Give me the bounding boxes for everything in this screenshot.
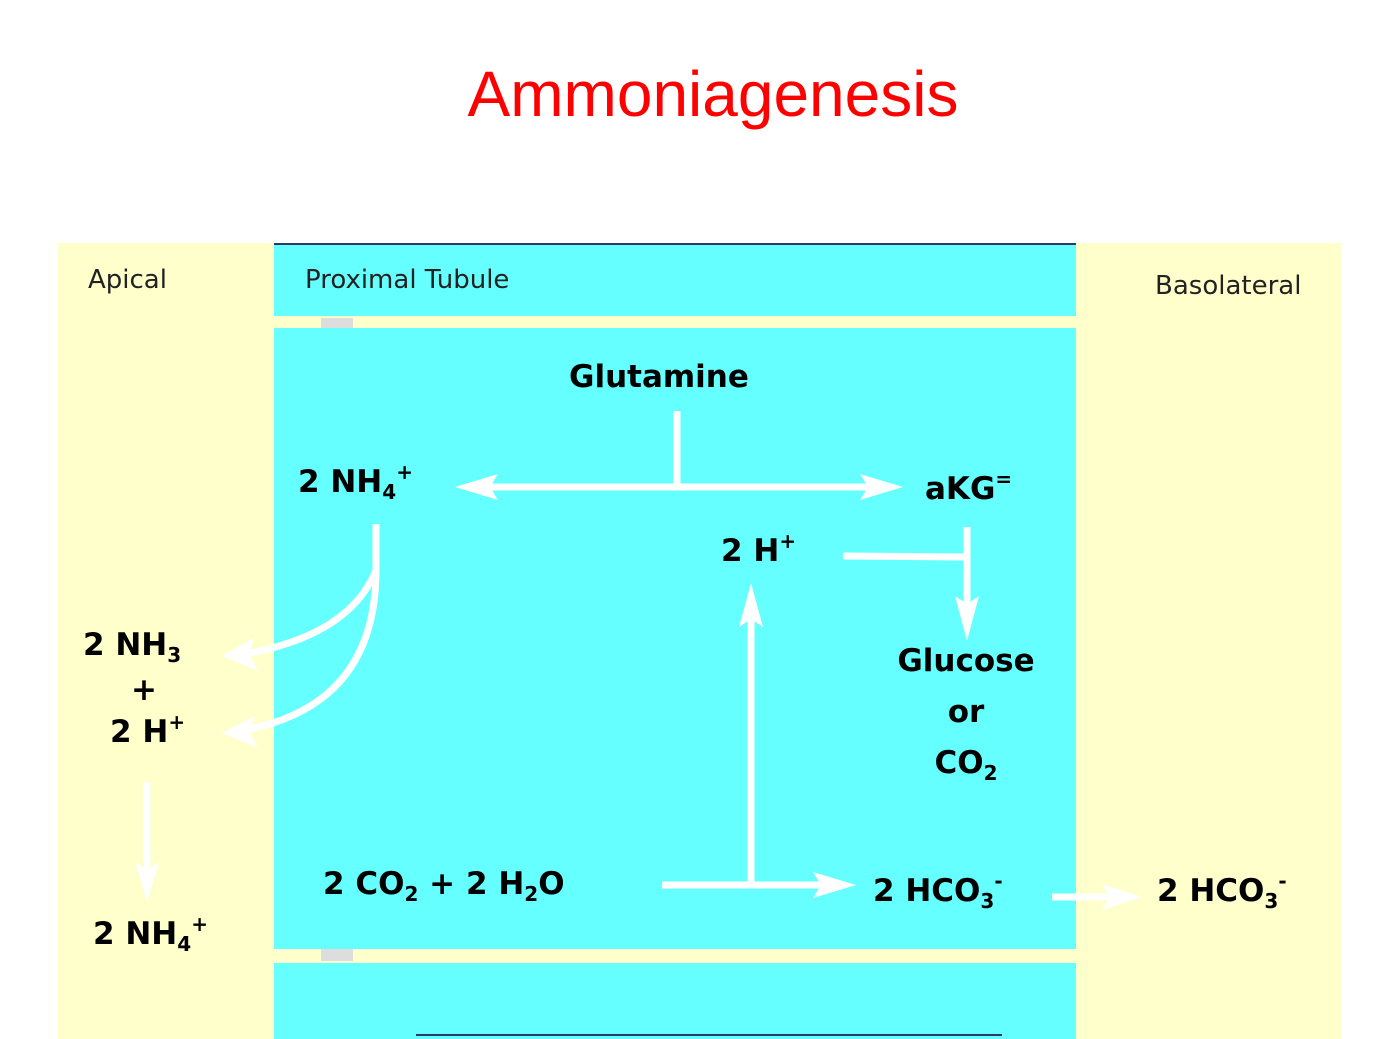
arrowhead-to-h-cell (739, 583, 763, 627)
glutamine-label: Glutamine (569, 359, 749, 395)
apical-region (58, 243, 274, 1039)
co2-h2o-label: 2 CO2 + 2 H2O (323, 866, 565, 906)
arrowhead-to-nh4-lumen (135, 862, 159, 902)
membrane-gap-bottom (274, 949, 1076, 963)
or-text: or (947, 694, 985, 730)
proximal-tubule-label: Proximal Tubule (305, 265, 510, 295)
arrowhead-to-nh3 (222, 638, 258, 671)
proximal-tubule-header-band (274, 243, 1076, 316)
arrowhead-to-h-lumen (222, 716, 258, 748)
akg-label: aKG= (925, 467, 1013, 507)
basolateral-label: Basolateral (1155, 271, 1302, 301)
basolateral-region (1076, 243, 1341, 1039)
page-title: Ammoniagenesis (467, 58, 959, 130)
glucose-or-co2-label: Glucose or CO2 (885, 643, 1047, 785)
arrowhead-to-glucose (955, 596, 979, 641)
glucose-text: Glucose (897, 643, 1035, 679)
nh4-to-nh3-curve (244, 568, 380, 658)
arrowhead-to-hco3 (813, 872, 856, 898)
nh4-lumen-label: 2 NH4+ (93, 912, 208, 956)
proximal-tubule-bottom-band (274, 963, 1076, 1039)
h-to-akg-join (842, 552, 968, 561)
tight-junction-top (321, 318, 353, 328)
hco3-blood-label: 2 HCO3- (1157, 869, 1287, 913)
hco3-cell-label: 2 HCO3- (873, 869, 1003, 913)
membrane-gap-top (274, 316, 1076, 328)
h-cell-label: 2 H+ (721, 529, 797, 569)
nh3-lumen-label: 2 NH3 (83, 627, 182, 667)
nh4-to-h-curve (244, 569, 380, 734)
arrowhead-to-akg (860, 474, 903, 500)
bottom-edge-line (416, 1034, 1002, 1036)
tight-junction-bottom (321, 949, 353, 961)
co2-text: CO2 (934, 745, 998, 785)
arrowhead-to-nh4 (455, 474, 498, 500)
apical-label: Apical (88, 265, 167, 295)
nh4-cell-label: 2 NH4+ (298, 460, 413, 504)
plus-label: + (131, 672, 157, 708)
h-lumen-label: 2 H+ (110, 710, 186, 750)
arrowhead-to-hco3-blood (1102, 884, 1142, 910)
